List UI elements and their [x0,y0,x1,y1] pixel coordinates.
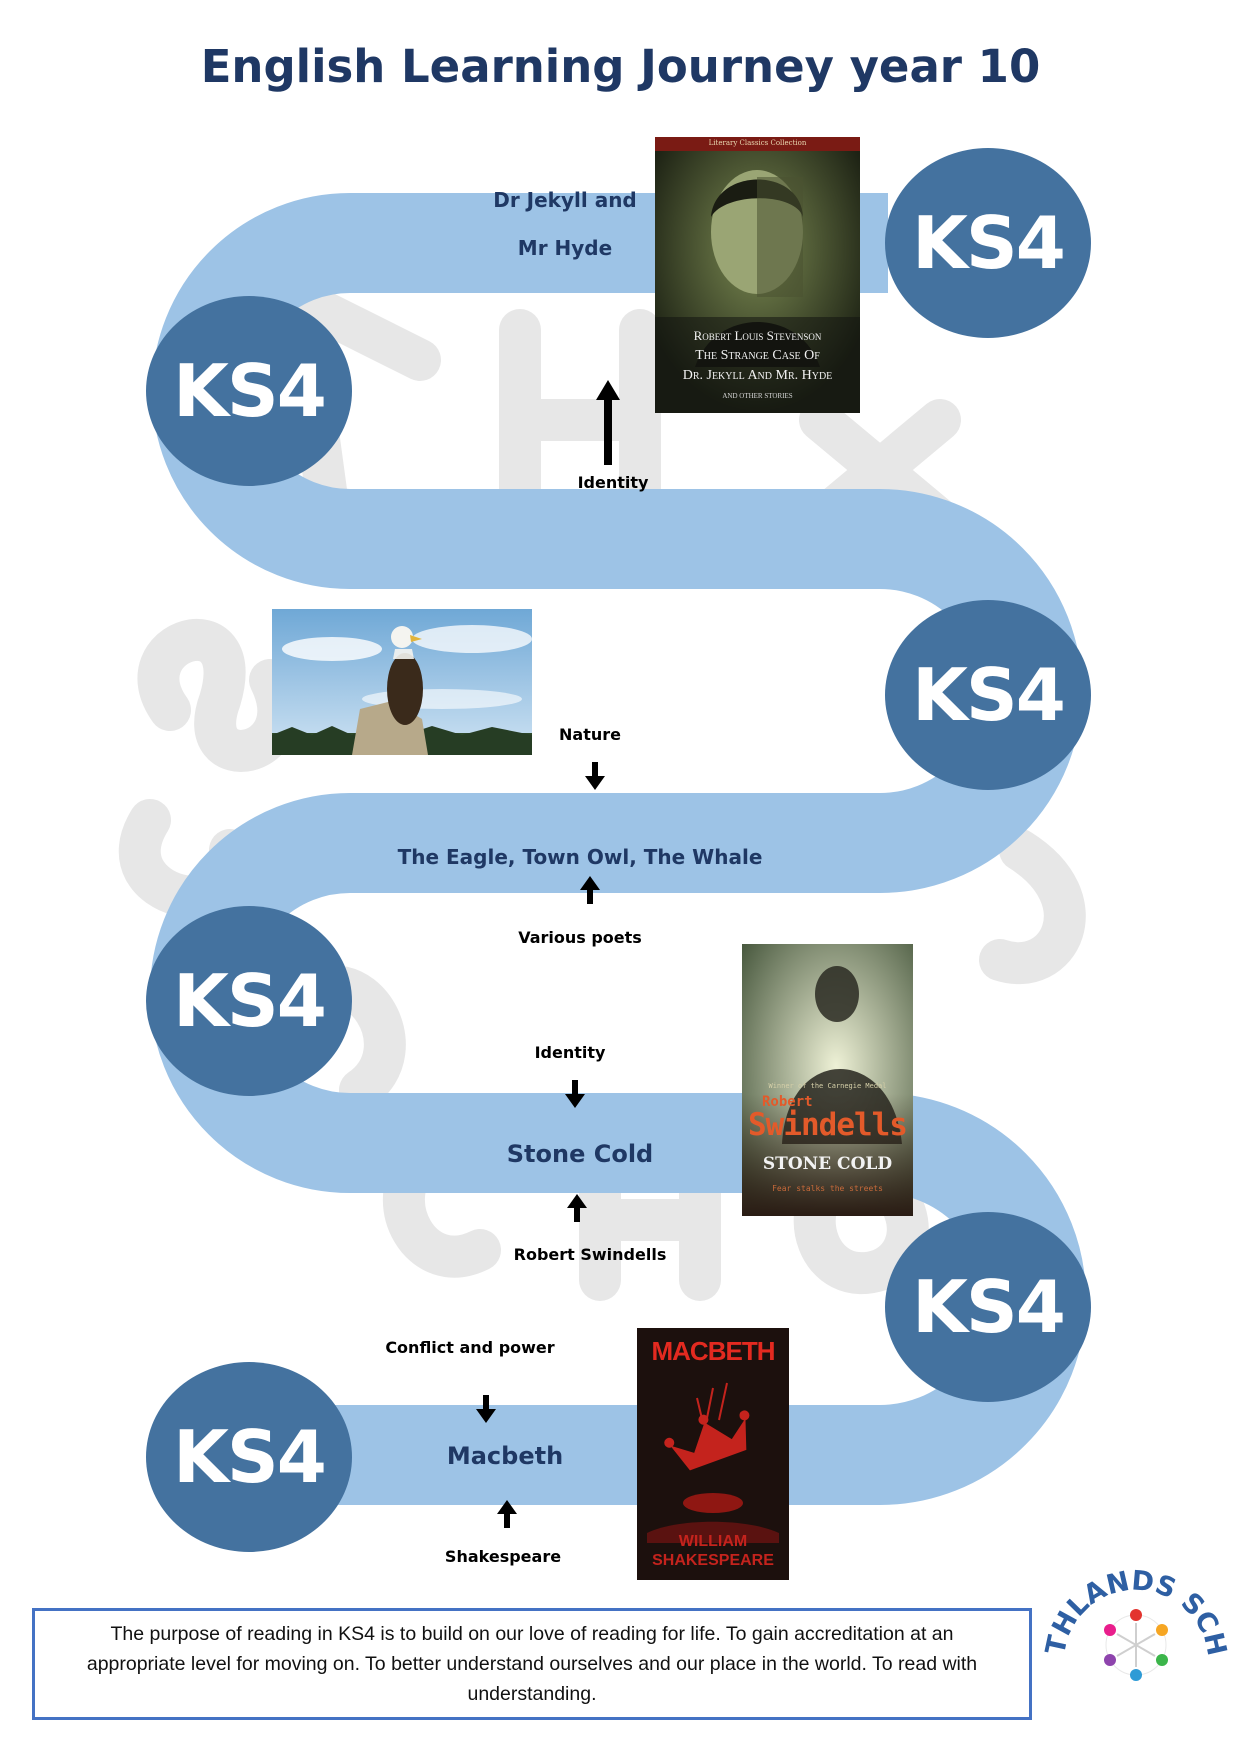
eagle-art [272,609,532,755]
stone-cold-tagline: Fear stalks the streets [772,1184,883,1193]
jekyll-title-line1: The Strange Case Of [695,348,820,363]
ks4-node-3: KS4 [885,600,1091,790]
identity-label-1: Identity [577,473,649,492]
identity-label-2: Identity [534,1043,606,1062]
stone-cold-author-last: Swindells [748,1107,908,1143]
robert-swindells-label: Robert Swindells [513,1245,667,1264]
ks4-node-4: KS4 [146,906,352,1096]
jekyll-cover-art [655,137,860,413]
arrow-up-icon [580,876,600,904]
eagle-image [272,609,532,755]
macbeth-cover-title: MACBETH [651,1336,776,1366]
macbeth-cover-author-1: WILLIAM [678,1533,748,1550]
nature-label: Nature [559,725,621,744]
jekyll-hyde-cover: Literary Classics Collection Robert Loui… [655,137,860,413]
ks4-node-1: KS4 [885,148,1091,338]
various-poets-label: Various poets [518,928,642,947]
ks4-node-label: KS4 [912,201,1066,285]
jekyll-line2: Mr Hyde [517,236,613,260]
jekyll-author: Robert Louis Stevenson [693,328,822,343]
ks4-node-6: KS4 [146,1362,352,1552]
purpose-statement-box: The purpose of reading in KS4 is to buil… [32,1608,1032,1720]
arrow-up-icon [567,1194,587,1222]
poems-title: The Eagle, Town Owl, The Whale [397,845,763,869]
arrow-down-icon [585,762,605,790]
stone-cold-title: STONE COLD [762,1154,893,1174]
arrow-down-icon [476,1395,496,1423]
conflict-power-label: Conflict and power [385,1338,555,1357]
jekyll-title-line2: Dr. Jekyll And Mr. Hyde [682,368,833,383]
southlands-school-logo: SOUTHLANDS SCHOOL [1040,1545,1230,1681]
macbeth-label: Macbeth [446,1442,564,1470]
ks4-node-label: KS4 [912,1265,1066,1349]
shakespeare-label: Shakespeare [444,1547,562,1566]
ks4-node-label: KS4 [173,349,327,433]
macbeth-cover-author-2: SHAKESPEARE [652,1552,774,1569]
ks4-node-label: KS4 [173,1415,327,1499]
arrow-up-icon [497,1500,517,1528]
stone-cold-cover: Winner of the Carnegie Medal Robert Swin… [742,944,913,1216]
ks4-node-2: KS4 [146,296,352,486]
page-title: English Learning Journey year 10 [200,40,1041,93]
arrow-down-icon [565,1080,585,1108]
stone-cold-label: Stone Cold [506,1140,654,1168]
purpose-statement-text: The purpose of reading in KS4 is to buil… [86,1623,978,1705]
jekyll-line1: Dr Jekyll and [493,188,637,212]
jekyll-banner: Literary Classics Collection [708,139,807,147]
ks4-node-5: KS4 [885,1212,1091,1402]
macbeth-cover: MACBETH WILLIAM SHAKESPEARE [637,1328,789,1580]
macbeth-art [637,1328,789,1580]
arrow-up-icon [596,380,620,465]
stone-cold-art [742,944,913,1216]
stone-cold-author-first: Robert [762,1094,813,1110]
jekyll-subtitle: and other stories [722,392,793,400]
ks4-node-label: KS4 [173,959,327,1043]
stone-cold-award: Winner of the Carnegie Medal [768,1082,887,1090]
ks4-node-label: KS4 [912,653,1066,737]
